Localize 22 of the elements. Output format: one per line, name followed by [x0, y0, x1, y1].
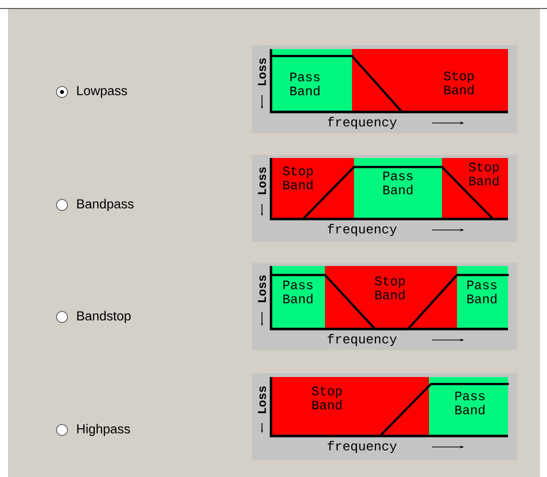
radio-label: Bandpass — [77, 198, 134, 212]
stop-band: Stop Band — [352, 49, 508, 112]
axis-label: frequency — [328, 116, 397, 130]
pass-band: Pass Band — [272, 266, 325, 329]
pass-band: Pass Band — [429, 377, 508, 436]
stop-band: Stop Band — [442, 158, 508, 219]
axis-label: frequency — [328, 334, 397, 346]
axis-label: frequency — [328, 224, 397, 236]
axis-label: Loss — [258, 275, 266, 302]
axis-label: Loss — [258, 58, 266, 86]
axis-label: Loss — [258, 386, 266, 414]
radio-label: Lowpass — [77, 86, 128, 98]
pass-band: Pass Band — [457, 266, 508, 329]
axis-label: Loss — [258, 167, 266, 194]
pass-band: Pass Band — [354, 158, 442, 219]
axis-label: frequency — [328, 440, 397, 454]
stop-band: Stop Band — [272, 377, 429, 436]
stop-band: Stop Band — [272, 158, 354, 219]
stop-band: Stop Band — [325, 266, 457, 329]
pass-band: Pass Band — [272, 49, 352, 112]
radio-label: Highpass — [77, 424, 130, 436]
radio-label: Bandstop — [77, 310, 131, 324]
